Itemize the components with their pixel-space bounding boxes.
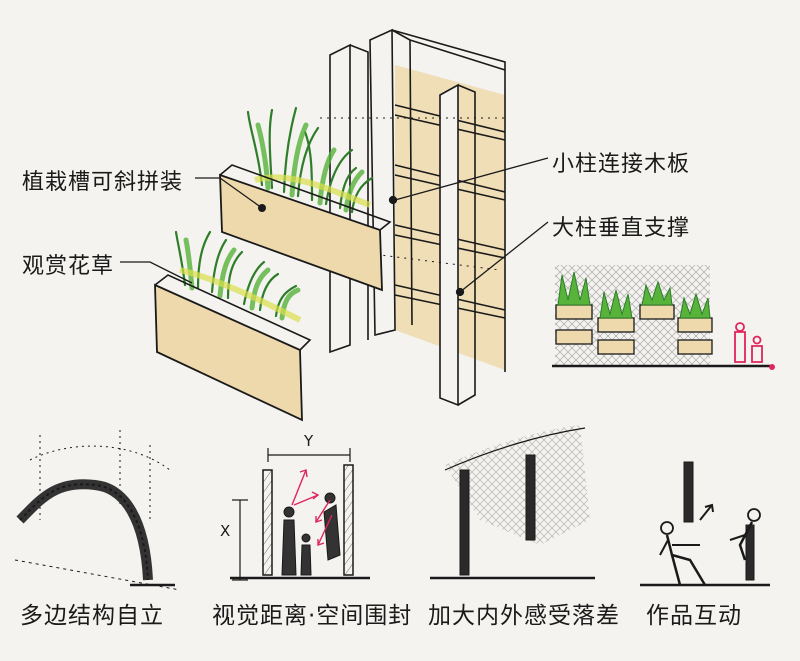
caption-visual-distance: 视觉距离·空间围封 xyxy=(212,603,413,629)
caption-interaction: 作品互动 xyxy=(646,603,742,629)
tower-structure xyxy=(299,28,506,407)
caption-arch: 多边结构自立 xyxy=(20,603,164,629)
dimension-x-label: X xyxy=(220,522,232,540)
dimension-y-label: Y xyxy=(304,432,315,450)
grass-label: 观赏花草 xyxy=(22,254,115,279)
lower-planter xyxy=(154,230,312,422)
planter-label: 植栽槽可斜拼装 xyxy=(22,170,184,195)
inside-outside-sketch xyxy=(430,425,595,580)
interaction-sketch xyxy=(640,461,770,587)
leader-lines xyxy=(120,157,549,297)
small-column-label: 小柱连接木板 xyxy=(552,152,691,177)
big-column-label: 大柱垂直支撑 xyxy=(552,216,691,241)
caption-inside-outside: 加大内外感受落差 xyxy=(428,603,620,629)
elevation-sketch xyxy=(552,265,775,370)
arch-structure-sketch xyxy=(14,430,181,591)
visual-distance-sketch xyxy=(230,448,370,581)
upper-planter xyxy=(219,106,392,292)
